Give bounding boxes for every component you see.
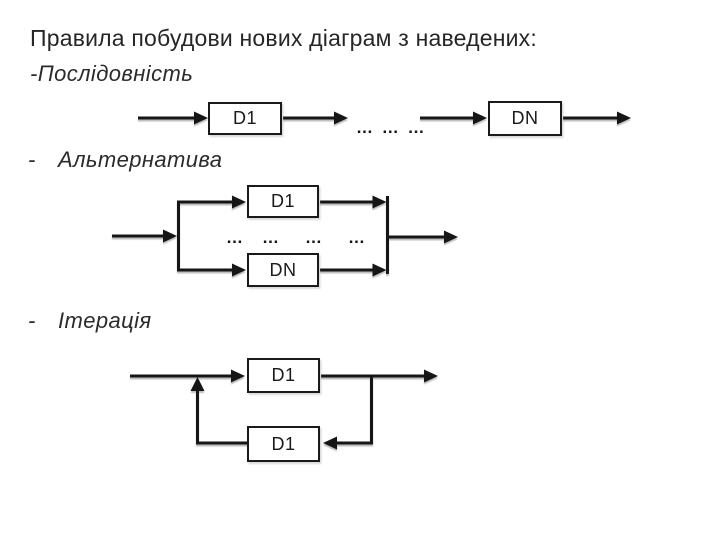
arrowhead-left-icon	[323, 436, 337, 450]
alternative-box-dn: DN	[247, 253, 319, 287]
arrowhead-right-icon	[372, 263, 387, 277]
sequence-box-d1: D1	[208, 102, 282, 135]
section-label-sequence: -Послідовність	[30, 61, 194, 86]
arrowhead-right-icon	[334, 111, 348, 125]
alternative-ellipsis: …	[262, 228, 281, 247]
arrowhead-right-icon	[473, 111, 487, 125]
arrowhead-right-icon	[372, 195, 387, 209]
sequence-diagram-arrows	[138, 111, 631, 125]
alternative-diagram-arrows	[112, 195, 458, 277]
alternative-ellipsis: …	[348, 228, 367, 247]
iteration-box-top: D1	[247, 358, 320, 393]
alternative-box-d1: D1	[247, 185, 319, 218]
arrowhead-right-icon	[444, 230, 458, 244]
arrowhead-right-icon	[424, 369, 438, 383]
alternative-ellipsis: …	[226, 228, 245, 247]
section-dash-iteration: -	[28, 308, 36, 333]
arrowhead-right-icon	[232, 195, 246, 209]
iteration-box-bottom: D1	[247, 426, 320, 462]
sequence-ellipsis: … … …	[356, 118, 427, 137]
sequence-box-dn: DN	[488, 101, 562, 136]
arrowhead-right-icon	[194, 111, 208, 125]
section-label-alternative: Альтернатива	[58, 147, 223, 172]
arrowhead-right-icon	[232, 263, 246, 277]
arrowhead-right-icon	[231, 369, 245, 383]
section-dash-alternative: -	[28, 147, 36, 172]
arrowhead-right-icon	[163, 229, 177, 243]
slide-title: Правила побудови нових діаграм з наведен…	[30, 25, 537, 51]
iteration-diagram-arrows	[130, 369, 438, 450]
arrowhead-up-icon	[190, 377, 205, 391]
alternative-ellipsis: …	[305, 228, 324, 247]
section-label-iteration: Ітерація	[58, 308, 152, 333]
arrowhead-right-icon	[617, 111, 631, 125]
